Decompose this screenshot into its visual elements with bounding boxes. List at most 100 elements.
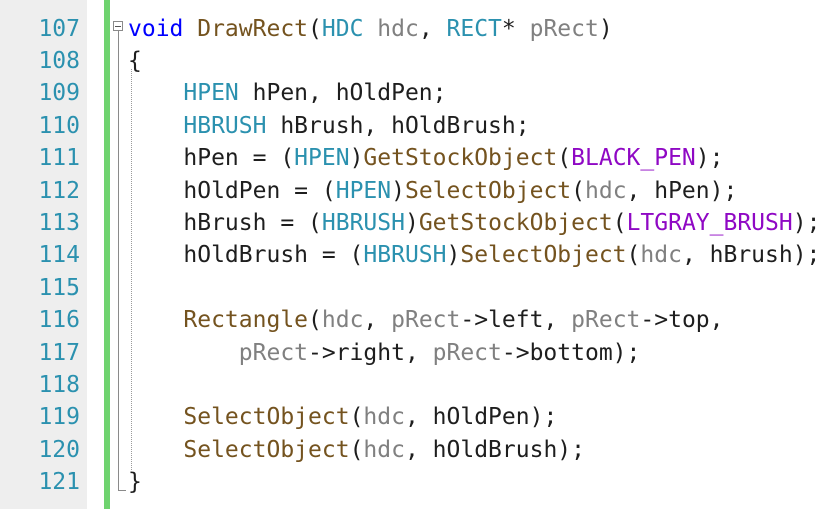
code-token: hdc [585, 177, 627, 204]
code-line[interactable]: void DrawRect(HDC hdc, RECT* pRect) [128, 13, 613, 45]
code-token: HDC [321, 15, 364, 42]
line-number: 111 [38, 145, 80, 172]
code-token: HPEN [294, 145, 350, 172]
code-token: ( [308, 15, 322, 42]
code-token: pRect [571, 307, 641, 334]
code-token: , hOldBrush); [404, 436, 585, 463]
line-number: 112 [38, 177, 80, 204]
code-token: hdc [363, 436, 405, 463]
code-line[interactable]: pRect->right, pRect->bottom); [128, 337, 641, 369]
code-token: ( [571, 177, 585, 204]
code-token: hdc [363, 404, 405, 431]
code-token: RECT [446, 15, 502, 42]
code-token: ( [308, 307, 322, 334]
code-line[interactable]: } [128, 466, 142, 498]
code-token: ); [792, 209, 821, 236]
line-number: 116 [38, 307, 80, 334]
code-line[interactable]: hOldPen = (HPEN)SelectObject(hdc, hPen); [128, 175, 737, 207]
code-line[interactable]: hPen = (HPEN)GetStockObject(BLACK_PEN); [128, 142, 723, 174]
code-token: SelectObject [128, 404, 350, 431]
code-token: HPEN [335, 177, 392, 204]
code-token: HBRUSH [321, 209, 405, 236]
code-token: ->top, [640, 307, 724, 334]
code-token: ) [404, 209, 419, 236]
code-line[interactable]: SelectObject(hdc, hOldPen); [128, 401, 557, 433]
code-line[interactable]: Rectangle(hdc, pRect->left, pRect->top, [128, 304, 724, 336]
code-token: } [128, 469, 142, 496]
code-token: pRect [391, 307, 461, 334]
code-token: ( [349, 404, 364, 431]
code-token: ) [391, 177, 405, 204]
code-token: SelectObject [404, 177, 572, 204]
code-token: pRect [529, 15, 599, 42]
code-token: , [363, 307, 392, 334]
line-number: 108 [38, 47, 80, 74]
line-number: 114 [38, 242, 80, 269]
code-token: hPen = ( [128, 145, 295, 172]
code-token: hBrush = ( [128, 209, 322, 236]
collapse-toggle-icon[interactable] [113, 21, 123, 31]
code-token: hBrush, hOldBrush; [266, 112, 530, 139]
line-number: 119 [38, 404, 80, 431]
line-number: 121 [38, 469, 80, 496]
code-token: HPEN [128, 80, 239, 107]
code-token: pRect [128, 339, 309, 366]
code-token: ( [349, 436, 364, 463]
code-token: , [418, 15, 447, 42]
code-token: hdc [363, 15, 419, 42]
line-number: 109 [38, 80, 80, 107]
code-token: Rectangle [128, 307, 309, 334]
indent-guide-line [131, 68, 132, 471]
code-token: , hPen); [626, 177, 738, 204]
code-token: pRect [432, 339, 502, 366]
code-token: , hOldPen); [404, 404, 558, 431]
code-token: GetStockObject [363, 145, 558, 172]
line-number: 118 [38, 371, 80, 398]
code-token: hPen, hOldPen; [238, 80, 447, 107]
code-token: ->right, [308, 339, 433, 366]
code-line[interactable]: hOldBrush = (HBRUSH)SelectObject(hdc, hB… [128, 239, 820, 271]
code-token: ) [446, 242, 461, 269]
code-token: hOldBrush = ( [128, 242, 364, 269]
code-token: * [501, 15, 530, 42]
change-indicator-bar [104, 0, 110, 509]
code-token: DrawRect [183, 15, 309, 42]
code-token: ) [598, 15, 613, 42]
line-number: 115 [38, 274, 80, 301]
code-token: { [128, 47, 142, 74]
code-token: ->left, [460, 307, 572, 334]
code-token: hOldPen = ( [128, 177, 336, 204]
code-line[interactable]: SelectObject(hdc, hOldBrush); [128, 434, 585, 466]
line-number: 113 [38, 209, 80, 236]
code-token: ) [349, 145, 364, 172]
code-token: BLACK_PEN [571, 145, 696, 172]
code-token: SelectObject [460, 242, 627, 269]
code-token: HBRUSH [128, 112, 267, 139]
code-token: HBRUSH [363, 242, 447, 269]
code-token: hdc [640, 242, 682, 269]
line-number-gutter: 107 108 109 110 111 112 113 114 115 116 117 118 119 1… [0, 0, 87, 509]
code-token: LTGRAY_BRUSH [626, 209, 793, 236]
code-token: hdc [321, 307, 364, 334]
line-number: 107 [38, 15, 80, 42]
code-token: , hBrush); [681, 242, 821, 269]
line-number: 117 [38, 339, 80, 366]
code-line[interactable]: { [128, 45, 142, 77]
fold-outline [118, 31, 119, 491]
code-token: void [128, 15, 184, 42]
code-token: ( [557, 145, 572, 172]
code-token: ( [612, 209, 627, 236]
code-token: ->bottom); [501, 339, 641, 366]
code-line[interactable]: HPEN hPen, hOldPen; [128, 77, 447, 109]
code-line[interactable]: HBRUSH hBrush, hOldBrush; [128, 110, 530, 142]
code-token: GetStockObject [418, 209, 613, 236]
code-token: ( [626, 242, 641, 269]
code-line[interactable]: hBrush = (HBRUSH)GetStockObject(LTGRAY_B… [128, 207, 820, 239]
code-token: ); [695, 145, 724, 172]
fold-outline-end [118, 490, 126, 491]
code-token: SelectObject [128, 436, 350, 463]
line-number: 110 [38, 112, 80, 139]
line-number: 120 [38, 436, 80, 463]
